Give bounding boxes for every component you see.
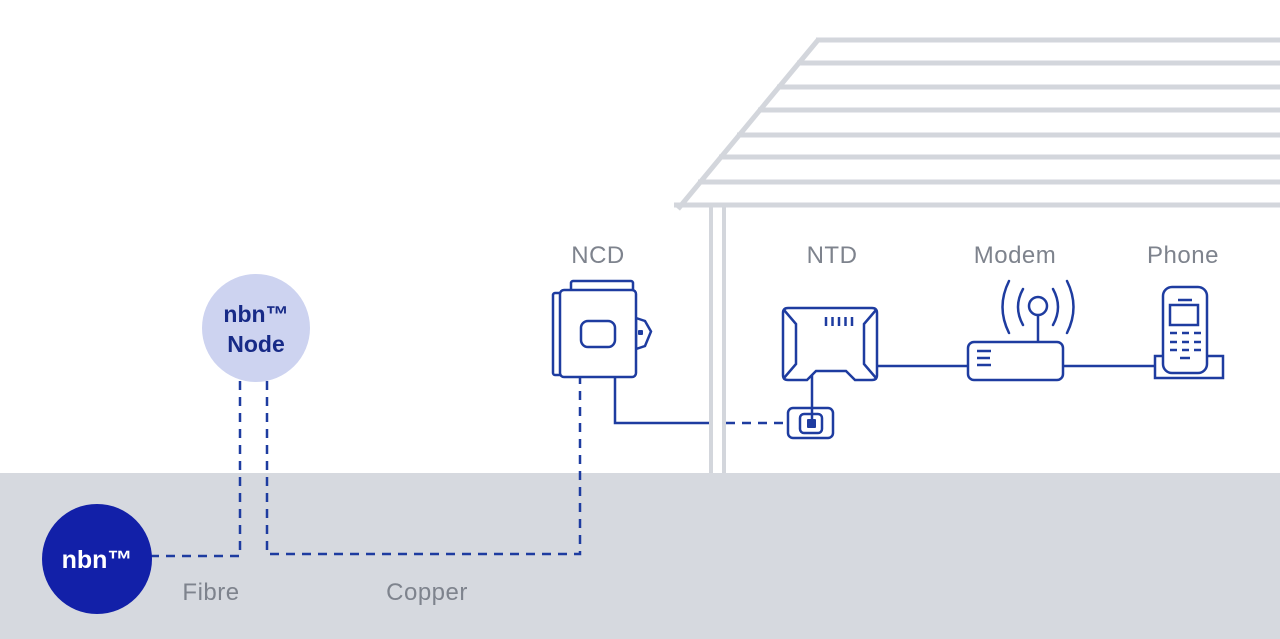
node-circle <box>202 274 310 382</box>
phone-device <box>1153 285 1225 380</box>
modem-antenna-head <box>1027 295 1049 317</box>
ntd-left-panel <box>783 309 798 379</box>
ncd-body <box>558 288 638 379</box>
ntd-label: NTD <box>807 242 858 269</box>
node-label-line2: Node <box>227 331 285 357</box>
modem-label: Modem <box>974 242 1057 269</box>
ntd-vent-ticks <box>824 317 854 326</box>
phone-keypad <box>1170 331 1201 360</box>
ground <box>0 473 1280 639</box>
nbn-badge-label: nbn™ <box>62 546 133 574</box>
house-roof <box>674 37 1280 211</box>
ncd-latch-dot <box>638 330 643 335</box>
socket-pin <box>807 419 816 428</box>
modem-body <box>966 340 1065 382</box>
ncd-label: NCD <box>571 242 625 269</box>
wall-socket <box>786 373 835 440</box>
ntd-right-panel <box>862 309 877 379</box>
modem-vents <box>977 349 991 367</box>
copper-label: Copper <box>386 579 468 606</box>
ntd-device <box>781 306 879 382</box>
modem-device <box>966 279 1075 382</box>
wifi-signal-icon <box>1001 279 1075 335</box>
nbn-network-badge: nbn™ <box>42 504 152 614</box>
phone-handset <box>1161 285 1209 375</box>
ncd-device <box>551 279 653 379</box>
ncd-window <box>579 319 617 349</box>
house-wall <box>709 206 726 473</box>
nbn-circle <box>42 504 152 614</box>
copper-cable <box>265 378 582 556</box>
phone-screen <box>1168 303 1200 327</box>
nbn-node-badge: nbn™ Node <box>202 274 310 382</box>
fibre-label: Fibre <box>182 579 239 606</box>
node-label-line1: nbn™ <box>223 301 288 327</box>
phone-label: Phone <box>1147 242 1219 269</box>
ncd-to-wall-cable <box>613 377 712 425</box>
